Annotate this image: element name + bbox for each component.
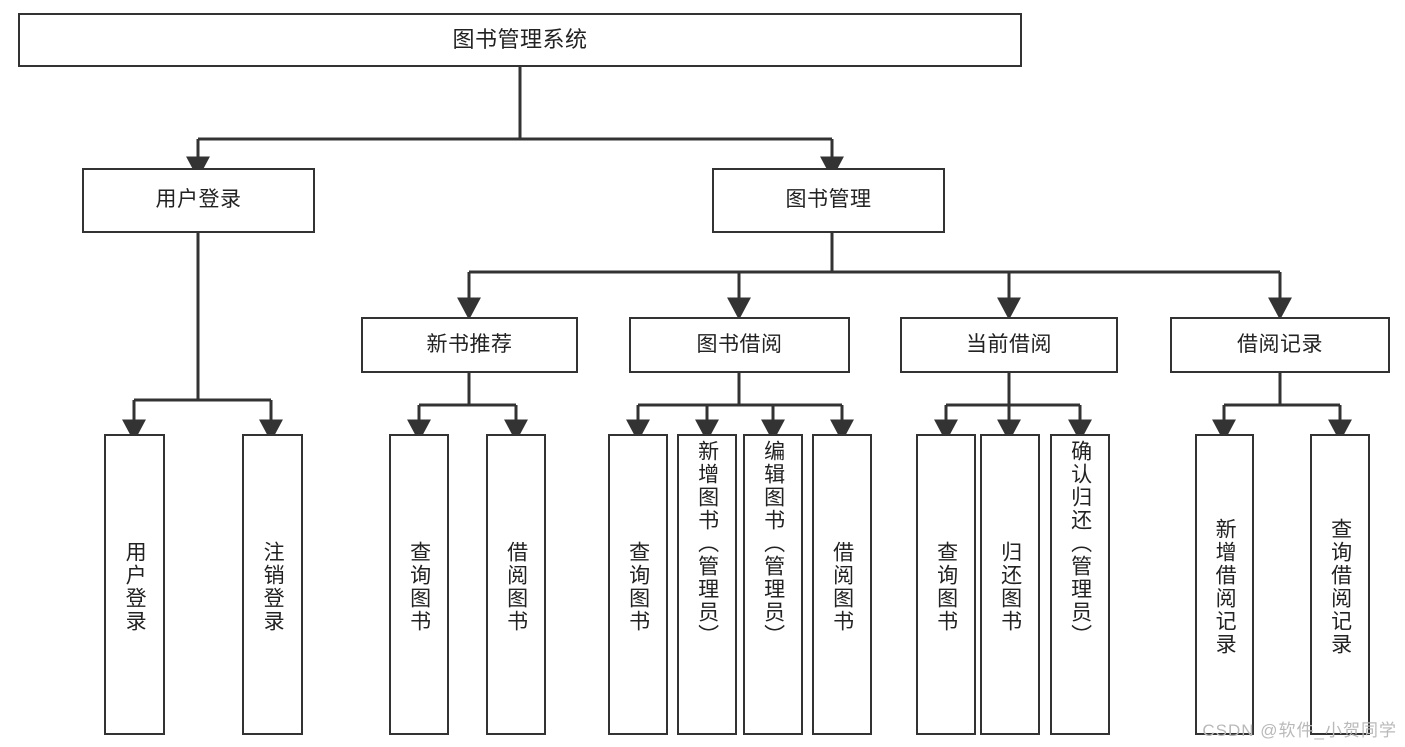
node-label: 图书借阅 — [696, 332, 783, 356]
node-label: 编辑图书（管理员） — [761, 440, 785, 647]
node-label: 查询图书 — [407, 540, 431, 633]
node-leaf-user-login[interactable]: 用户登录 — [104, 434, 165, 735]
node-leaf-borrow-book[interactable]: 借阅图书 — [812, 434, 872, 735]
node-label: 图书管理 — [785, 188, 872, 212]
node-label: 新增图书（管理员） — [695, 440, 719, 647]
node-book-borrow[interactable]: 图书借阅 — [629, 317, 850, 373]
node-label: 确认归还（管理员） — [1068, 440, 1092, 647]
node-leaf-query-book-borrow[interactable]: 查询图书 — [608, 434, 668, 735]
node-leaf-return-book[interactable]: 归还图书 — [980, 434, 1040, 735]
node-label: 借阅图书 — [504, 540, 528, 633]
node-label: 查询图书 — [934, 540, 958, 633]
node-leaf-query-book-current[interactable]: 查询图书 — [916, 434, 976, 735]
node-leaf-borrow-book-recommend[interactable]: 借阅图书 — [486, 434, 546, 735]
node-borrow-record[interactable]: 借阅记录 — [1170, 317, 1390, 373]
node-label: 借阅记录 — [1237, 332, 1323, 356]
node-label: 借阅图书 — [830, 540, 854, 633]
node-current-borrow[interactable]: 当前借阅 — [900, 317, 1118, 373]
node-leaf-add-borrow-record[interactable]: 新增借阅记录 — [1195, 434, 1254, 735]
node-leaf-add-book-admin[interactable]: 新增图书（管理员） — [677, 434, 737, 735]
node-label: 新书推荐 — [426, 332, 513, 356]
node-user-login[interactable]: 用户登录 — [82, 168, 315, 233]
node-leaf-query-borrow-record[interactable]: 查询借阅记录 — [1310, 434, 1370, 735]
node-label: 新增借阅记录 — [1213, 517, 1237, 656]
node-label: 用户登录 — [123, 540, 147, 633]
node-label: 查询图书 — [626, 540, 650, 633]
node-label: 归还图书 — [998, 540, 1022, 633]
node-leaf-edit-book-admin[interactable]: 编辑图书（管理员） — [743, 434, 803, 735]
node-leaf-confirm-return-admin[interactable]: 确认归还（管理员） — [1050, 434, 1110, 735]
node-label: 当前借阅 — [966, 332, 1052, 356]
node-label: 图书管理系统 — [452, 27, 588, 53]
node-label: 查询借阅记录 — [1328, 517, 1352, 656]
node-new-book-recommend[interactable]: 新书推荐 — [361, 317, 578, 373]
node-leaf-logout-login[interactable]: 注销登录 — [242, 434, 303, 735]
watermark-text: CSDN @软件_小贺同学 — [1202, 721, 1397, 740]
node-label: 用户登录 — [155, 188, 242, 212]
node-root-book-management-system[interactable]: 图书管理系统 — [18, 13, 1022, 67]
node-label: 注销登录 — [261, 540, 285, 633]
node-book-management[interactable]: 图书管理 — [712, 168, 945, 233]
node-leaf-query-book-recommend[interactable]: 查询图书 — [389, 434, 449, 735]
